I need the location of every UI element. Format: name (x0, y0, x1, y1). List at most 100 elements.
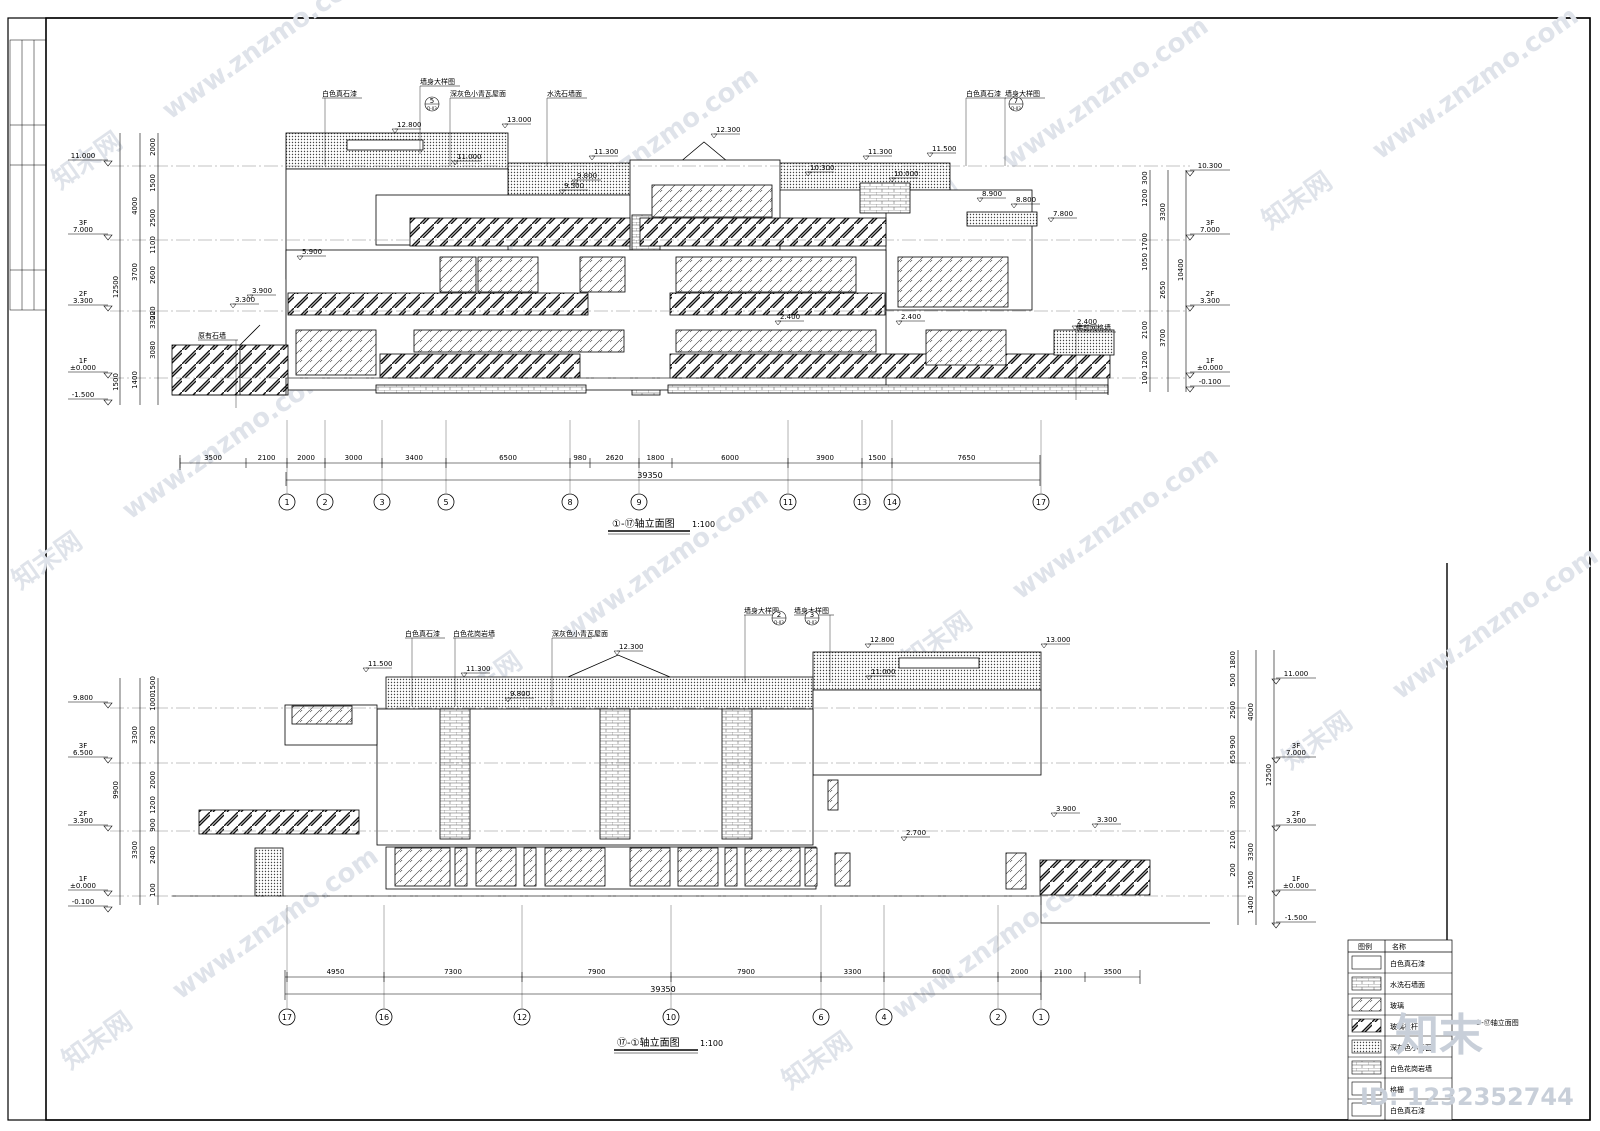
material-note: 白色真石漆 (405, 629, 440, 638)
spot-level: 11.500 (368, 660, 393, 668)
detail-ref-number: 7 (1014, 97, 1018, 105)
axis-bubble (630, 493, 648, 511)
spot-level: 3.300 (1097, 816, 1117, 824)
watermark-site: www.znzmo.com (557, 481, 774, 646)
level-triangle (1271, 678, 1281, 685)
level-value: 7.000 (73, 226, 93, 234)
legend-item-label: 水洗石墙面 (1390, 980, 1425, 989)
vertical-dimension-label: 3300 (131, 841, 139, 859)
axis-label: 17 (282, 1013, 292, 1022)
material-note: 白色真石漆 (966, 89, 1001, 98)
axis-bubble (373, 493, 391, 511)
spot-level: 10.300 (810, 164, 835, 172)
spot-level: 9.800 (577, 172, 597, 180)
vertical-dimension-label: 2600 (149, 266, 157, 284)
level-triangle (103, 702, 113, 709)
axis-bubble (437, 493, 455, 511)
floor-label: 1F (79, 875, 87, 883)
spot-level: 12.800 (397, 121, 422, 129)
axis-bubble (989, 1008, 1007, 1026)
level-triangle (103, 372, 113, 379)
level-triangle (103, 906, 113, 913)
axis-label: 17 (1036, 498, 1046, 507)
dimension-label: 6000 (932, 968, 950, 976)
level-value: -0.100 (1199, 378, 1222, 386)
spot-level: 7.800 (1053, 210, 1073, 218)
dimension-label: 6500 (499, 454, 517, 462)
legend-item-label: 深灰色小青瓦 (1390, 1043, 1432, 1052)
axis-label: 3 (379, 498, 384, 507)
material-note: 白色真石漆 (322, 89, 357, 98)
level-value: -1.500 (1285, 914, 1308, 922)
vertical-dimension-label: 100 (149, 883, 157, 896)
vertical-dimension-label: 2000 (149, 138, 157, 156)
dimension-label: 3300 (844, 968, 862, 976)
legend-header-name: 名称 (1392, 942, 1406, 951)
bottom-material-notes: 白色真石漆白色花岗岩墙深灰色小青瓦屋面墙身大样图墙身大样图 (405, 606, 834, 706)
level-triangle (103, 399, 113, 406)
watermark-brand: 知末网 (1257, 166, 1338, 235)
vertical-dimension-label: 500 (1229, 673, 1237, 686)
top-total-dimension: 39350 (637, 471, 662, 480)
top-left-dim-lines (119, 133, 159, 405)
bottom-building (172, 651, 1210, 924)
axis-bubble (278, 1008, 296, 1026)
dimension-label: 3900 (816, 454, 834, 462)
vertical-dimension-label: 2500 (1229, 701, 1237, 719)
floor-label: 2F (79, 810, 87, 818)
level-triangle (1185, 372, 1195, 379)
legend-item-label: 玻璃栏杆 (1390, 1022, 1418, 1031)
detail-ref-number: 2 (777, 611, 781, 619)
spot-level: 12.800 (870, 636, 895, 644)
level-value: ±0.000 (70, 364, 96, 372)
material-note: 深灰色小青瓦屋面 (450, 89, 506, 98)
axis-bubble (375, 1008, 393, 1026)
detail-ref-number: 3 (810, 611, 814, 619)
detail-ref-sheet: D-03 (427, 106, 437, 111)
material-note: 佛前网格墙 (1076, 323, 1111, 332)
level-value: 7.000 (1286, 749, 1306, 757)
top-right-dim-lines (1149, 170, 1187, 392)
vertical-dimension-label: 2500 (149, 209, 157, 227)
vertical-dimension-label: 1400 (1247, 896, 1255, 914)
vertical-dimension-label: 650 (1229, 750, 1237, 763)
vertical-dimension-label: 1800 (1229, 651, 1237, 669)
axis-label: 11 (783, 498, 793, 507)
level-value: -0.100 (72, 898, 95, 906)
floor-label: 2F (1292, 810, 1300, 818)
floor-label: 2F (79, 290, 87, 298)
vertical-dimension-label: 3300 (149, 311, 157, 329)
vertical-dimension-label: 3080 (149, 341, 157, 359)
axis-bubble (1032, 1008, 1050, 1026)
watermark-site: www.znzmo.com (1367, 1, 1584, 166)
spot-level: 2.400 (901, 313, 921, 321)
material-note: 墙身大样图 (420, 77, 455, 86)
top-building (171, 132, 1115, 396)
level-triangle (103, 890, 113, 897)
spot-level: 11.000 (457, 153, 482, 161)
vertical-dimension-label: 3700 (131, 263, 139, 281)
top-axis-lines (286, 420, 1042, 493)
vertical-dimension-label: 300 (1141, 171, 1149, 184)
vertical-dimension-label: 3050 (1229, 791, 1237, 809)
material-note: 深灰色小青瓦屋面 (552, 629, 608, 638)
level-value: 11.000 (1284, 670, 1309, 678)
floor-label: 1F (1292, 875, 1300, 883)
dimension-label: 4950 (327, 968, 345, 976)
dimension-label: 980 (573, 454, 586, 462)
watermark-site: www.znzmo.com (157, 0, 374, 126)
legend-swatch (1351, 955, 1382, 970)
dimension-label: 3500 (1104, 968, 1122, 976)
legend-item-label: 白色花岗岩墙 (1390, 1064, 1432, 1073)
axis-label: 12 (517, 1013, 527, 1022)
top-level-lines (110, 165, 1190, 379)
legend-item-label: 格栅 (1390, 1085, 1404, 1094)
dimension-label: 2000 (1011, 968, 1029, 976)
material-note: 白色花岗岩墙 (453, 629, 495, 638)
axis-bubble (278, 493, 296, 511)
